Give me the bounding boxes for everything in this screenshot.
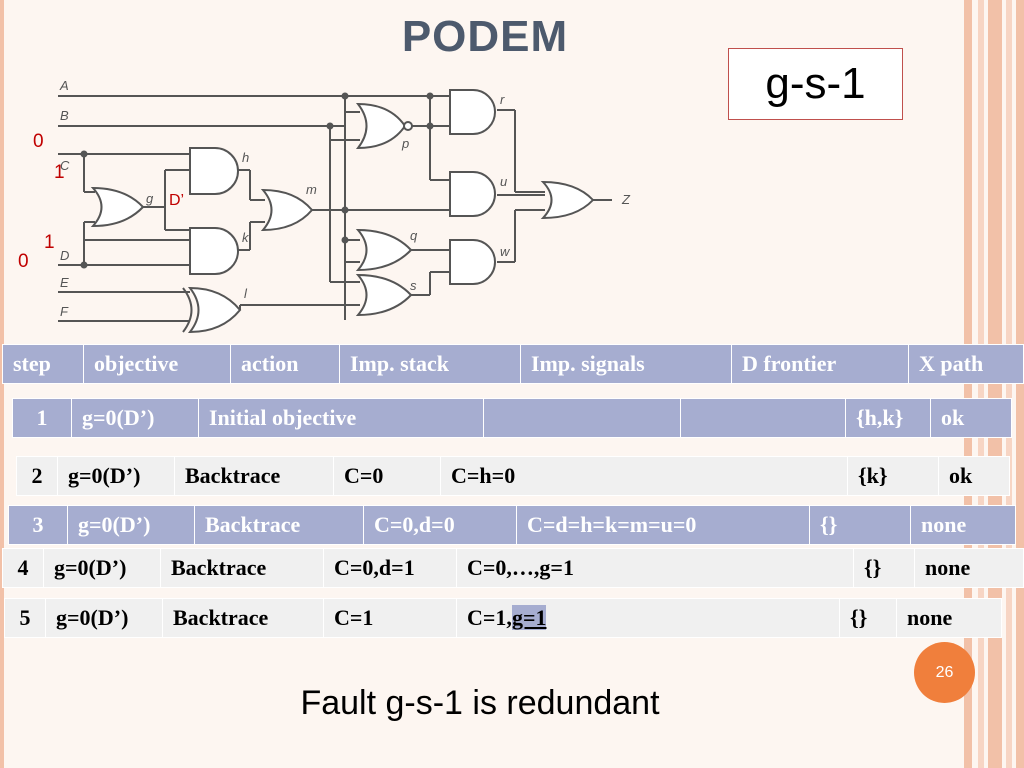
header-imp-stack: Imp. stack <box>339 344 521 384</box>
cell-imp-stack: C=0,d=0 <box>363 505 517 545</box>
cell-imp-signals: C=d=h=k=m=u=0 <box>516 505 810 545</box>
cell-x-path: none <box>896 598 1002 638</box>
cell-objective: g=0(D’) <box>71 398 199 438</box>
svg-text:l: l <box>244 286 248 301</box>
cell-step: 3 <box>8 505 68 545</box>
highlighted-g-equals-1: g=1 <box>511 605 547 630</box>
cell-action: Initial objective <box>198 398 484 438</box>
cell-objective: g=0(D’) <box>67 505 195 545</box>
cell-action: Backtrace <box>160 548 324 588</box>
imp-signals-text: C=1, <box>467 605 512 630</box>
svg-text:m: m <box>306 182 317 197</box>
cell-x-path: ok <box>930 398 1012 438</box>
table-row: 5 g=0(D’) Backtrace C=1 C=1,g=1 {} none <box>4 598 1002 638</box>
header-d-frontier: D frontier <box>731 344 909 384</box>
cell-action: Backtrace <box>174 456 334 496</box>
table-row: 2 g=0(D’) Backtrace C=0 C=h=0 {k} ok <box>16 456 1010 496</box>
fault-label-box: g-s-1 <box>728 48 903 120</box>
header-step: step <box>2 344 84 384</box>
cell-step: 1 <box>12 398 72 438</box>
slide-title: PODEM <box>401 12 569 61</box>
header-action: action <box>230 344 340 384</box>
svg-text:F: F <box>60 304 69 319</box>
cell-imp-signals: C=h=0 <box>440 456 848 496</box>
cell-imp-signals: C=0,…,g=1 <box>456 548 854 588</box>
cell-d-frontier: {h,k} <box>845 398 931 438</box>
cell-x-path: none <box>910 505 1016 545</box>
svg-text:k: k <box>242 230 250 245</box>
header-x-path: X path <box>908 344 1024 384</box>
svg-text:B: B <box>60 108 69 123</box>
svg-text:A: A <box>59 78 69 93</box>
svg-text:w: w <box>500 244 511 259</box>
cell-objective: g=0(D’) <box>45 598 163 638</box>
c-value-0: 0 <box>33 131 44 152</box>
svg-text:s: s <box>410 278 417 293</box>
table-header: step objective action Imp. stack Imp. si… <box>2 344 1024 384</box>
cell-d-frontier: {} <box>839 598 897 638</box>
cell-x-path: none <box>914 548 1024 588</box>
cell-step: 4 <box>2 548 44 588</box>
header-objective: objective <box>83 344 231 384</box>
cell-imp-stack: C=1 <box>323 598 457 638</box>
cell-imp-stack: C=0,d=1 <box>323 548 457 588</box>
c-value-1: 1 <box>54 162 65 183</box>
page-number-badge: 26 <box>914 642 975 703</box>
svg-text:D: D <box>60 248 69 263</box>
table-row: 1 g=0(D’) Initial objective {h,k} ok <box>12 398 1012 438</box>
cell-d-frontier: {} <box>809 505 911 545</box>
cell-step: 2 <box>16 456 58 496</box>
svg-text:q: q <box>410 228 418 243</box>
table-row: 4 g=0(D’) Backtrace C=0,d=1 C=0,…,g=1 {}… <box>2 548 1024 588</box>
d-value-1: 1 <box>44 232 55 253</box>
table-row: 3 g=0(D’) Backtrace C=0,d=0 C=d=h=k=m=u=… <box>8 505 1016 545</box>
cell-action: Backtrace <box>194 505 364 545</box>
svg-text:C: C <box>60 158 70 173</box>
cell-imp-signals: C=1,g=1 <box>456 598 840 638</box>
svg-text:r: r <box>500 92 505 107</box>
cell-d-frontier: {} <box>853 548 915 588</box>
svg-text:u: u <box>500 174 507 189</box>
svg-text:g: g <box>146 191 154 206</box>
cell-imp-stack <box>483 398 681 438</box>
svg-text:p: p <box>401 136 409 151</box>
cell-action: Backtrace <box>162 598 324 638</box>
cell-imp-signals <box>680 398 846 438</box>
svg-text:Z: Z <box>621 192 631 207</box>
cell-imp-stack: C=0 <box>333 456 441 496</box>
right-border-stripes <box>964 0 1024 768</box>
cell-d-frontier: {k} <box>847 456 939 496</box>
d-value-0: 0 <box>18 251 29 272</box>
cell-x-path: ok <box>938 456 1010 496</box>
cell-objective: g=0(D’) <box>43 548 161 588</box>
header-imp-signals: Imp. signals <box>520 344 732 384</box>
svg-text:E: E <box>60 275 69 290</box>
cell-objective: g=0(D’) <box>57 456 175 496</box>
conclusion-text: Fault g-s-1 is redundant <box>300 684 660 722</box>
svg-text:h: h <box>242 150 249 165</box>
cell-step: 5 <box>4 598 46 638</box>
circuit-diagram: A B C D E F g h k m p r u q w s l Z <box>58 78 631 334</box>
g-value-dbar: D’ <box>169 192 185 209</box>
left-border-stripe <box>0 0 4 768</box>
